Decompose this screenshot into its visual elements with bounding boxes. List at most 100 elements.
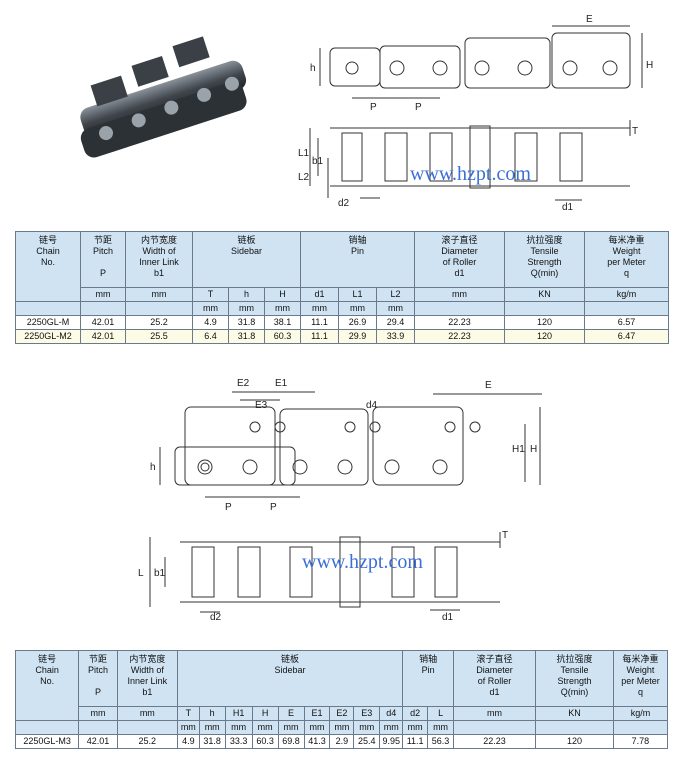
sub-header: H [251, 706, 279, 721]
unit-cell: mm [125, 287, 193, 302]
table-cell: 120 [504, 315, 586, 330]
dim-label: E3 [255, 400, 268, 411]
unit-cell: mm [414, 287, 506, 302]
sub-header: H [263, 287, 302, 302]
spec-table-1: 链号 Chain No. 节距 Pitch P 内节宽度 Width of In… [15, 231, 670, 344]
unit-cell: mm [277, 720, 305, 735]
dim-label: L1 [298, 148, 310, 159]
header-roller: 滚子直径 Diameter of Roller d1 [453, 650, 537, 707]
table-cell: 4.9 [192, 315, 229, 330]
unit-cell: mm [198, 720, 226, 735]
unit-cell: mm [224, 720, 253, 735]
table-cell: 120 [504, 329, 586, 344]
dim-label: P [415, 102, 422, 113]
sub-header: H1 [224, 706, 253, 721]
unit-cell: kg/m [584, 287, 670, 302]
blank-cell [504, 301, 586, 316]
table-cell: 22.23 [414, 329, 506, 344]
blank-cell [125, 301, 193, 316]
unit-cell: KN [535, 706, 614, 721]
unit-cell: mm [453, 706, 537, 721]
unit-cell: mm [329, 720, 355, 735]
dim-label: d1 [442, 612, 454, 622]
table-cell: 29.9 [338, 329, 378, 344]
unit-cell: mm [402, 720, 429, 735]
dim-label: h [150, 462, 156, 473]
table-cell: 29.4 [376, 315, 416, 330]
table-cell: 11.1 [300, 315, 340, 330]
unit-cell: mm [228, 301, 265, 316]
table-cell: 2250GL-M [15, 315, 81, 330]
sub-header: L [427, 706, 455, 721]
dim-label: L2 [298, 172, 310, 183]
dim-label: P [270, 502, 277, 513]
table-cell: 25.2 [116, 734, 178, 749]
header-tensile: 抗拉强度 Tensile Strength Q(min) [504, 231, 586, 288]
dim-label: d2 [210, 612, 222, 622]
table-cell: 26.9 [338, 315, 378, 330]
table-cell: 33.3 [224, 734, 253, 749]
dim-label: d2 [338, 198, 350, 209]
unit-cell: mm [338, 301, 378, 316]
unit-cell: mm [376, 301, 416, 316]
table-cell: 11.1 [300, 329, 340, 344]
sub-header: E1 [303, 706, 331, 721]
sub-header: L2 [376, 287, 416, 302]
sub-header: d1 [300, 287, 340, 302]
unit-cell: kg/m [612, 706, 669, 721]
blank-cell [584, 301, 670, 316]
dim-label: H1 [512, 444, 525, 455]
table-cell: 41.3 [303, 734, 331, 749]
header-sidebar: 链板 Sidebar [191, 231, 302, 288]
table-cell: 42.01 [80, 329, 126, 344]
blank-cell [453, 720, 537, 735]
dim-label: H [646, 60, 653, 71]
table-cell: 25.2 [125, 315, 193, 330]
table-cell: 38.1 [263, 315, 302, 330]
table-cell: 9.95 [379, 734, 404, 749]
table-cell: 4.9 [176, 734, 200, 749]
unit-cell: mm [176, 720, 200, 735]
watermark: www.hzpt.com [410, 163, 531, 185]
chain-photo [80, 36, 247, 158]
unit-cell: mm [353, 720, 381, 735]
sub-header: E3 [353, 706, 381, 721]
table-cell: 22.23 [453, 734, 537, 749]
sub-header: L1 [338, 287, 378, 302]
blank-cell [80, 301, 126, 316]
header-sidebar: 链板 Sidebar [176, 650, 404, 707]
sub-header: T [176, 706, 200, 721]
table-cell: 60.3 [251, 734, 279, 749]
blank-cell [414, 301, 506, 316]
dim-label: b1 [312, 156, 324, 167]
table-cell: 11.1 [402, 734, 429, 749]
table-cell: 69.8 [277, 734, 305, 749]
watermark: www.hzpt.com [302, 551, 423, 573]
sub-header: T [192, 287, 229, 302]
table-cell: 22.23 [414, 315, 506, 330]
technical-drawing-top: E h H P P T L1 b1 L2 d2 d1 www.hzpt.com [298, 14, 653, 213]
table-cell: 25.4 [353, 734, 381, 749]
blank-cell [78, 720, 118, 735]
header-pitch: 节距 Pitch P [78, 650, 118, 707]
header-pitch: 节距 Pitch P [80, 231, 126, 288]
dim-label: P [370, 102, 377, 113]
dim-label: T [502, 530, 508, 541]
header-weight: 每米净重 Weight per Meter q [584, 231, 670, 288]
header-inner-width: 内节宽度 Width of Inner Link b1 [116, 650, 178, 707]
table-cell: 2.9 [329, 734, 355, 749]
table-cell: 25.5 [125, 329, 193, 344]
table-cell: 31.8 [228, 315, 265, 330]
dim-label: d1 [562, 202, 574, 213]
dim-label: b1 [154, 568, 166, 579]
table-cell: 31.8 [228, 329, 265, 344]
dim-label: L [138, 568, 144, 579]
unit-cell: mm [116, 706, 178, 721]
unit-cell: mm [192, 301, 229, 316]
header-roller: 滚子直径 Diameter of Roller d1 [414, 231, 506, 288]
unit-cell: mm [78, 706, 118, 721]
